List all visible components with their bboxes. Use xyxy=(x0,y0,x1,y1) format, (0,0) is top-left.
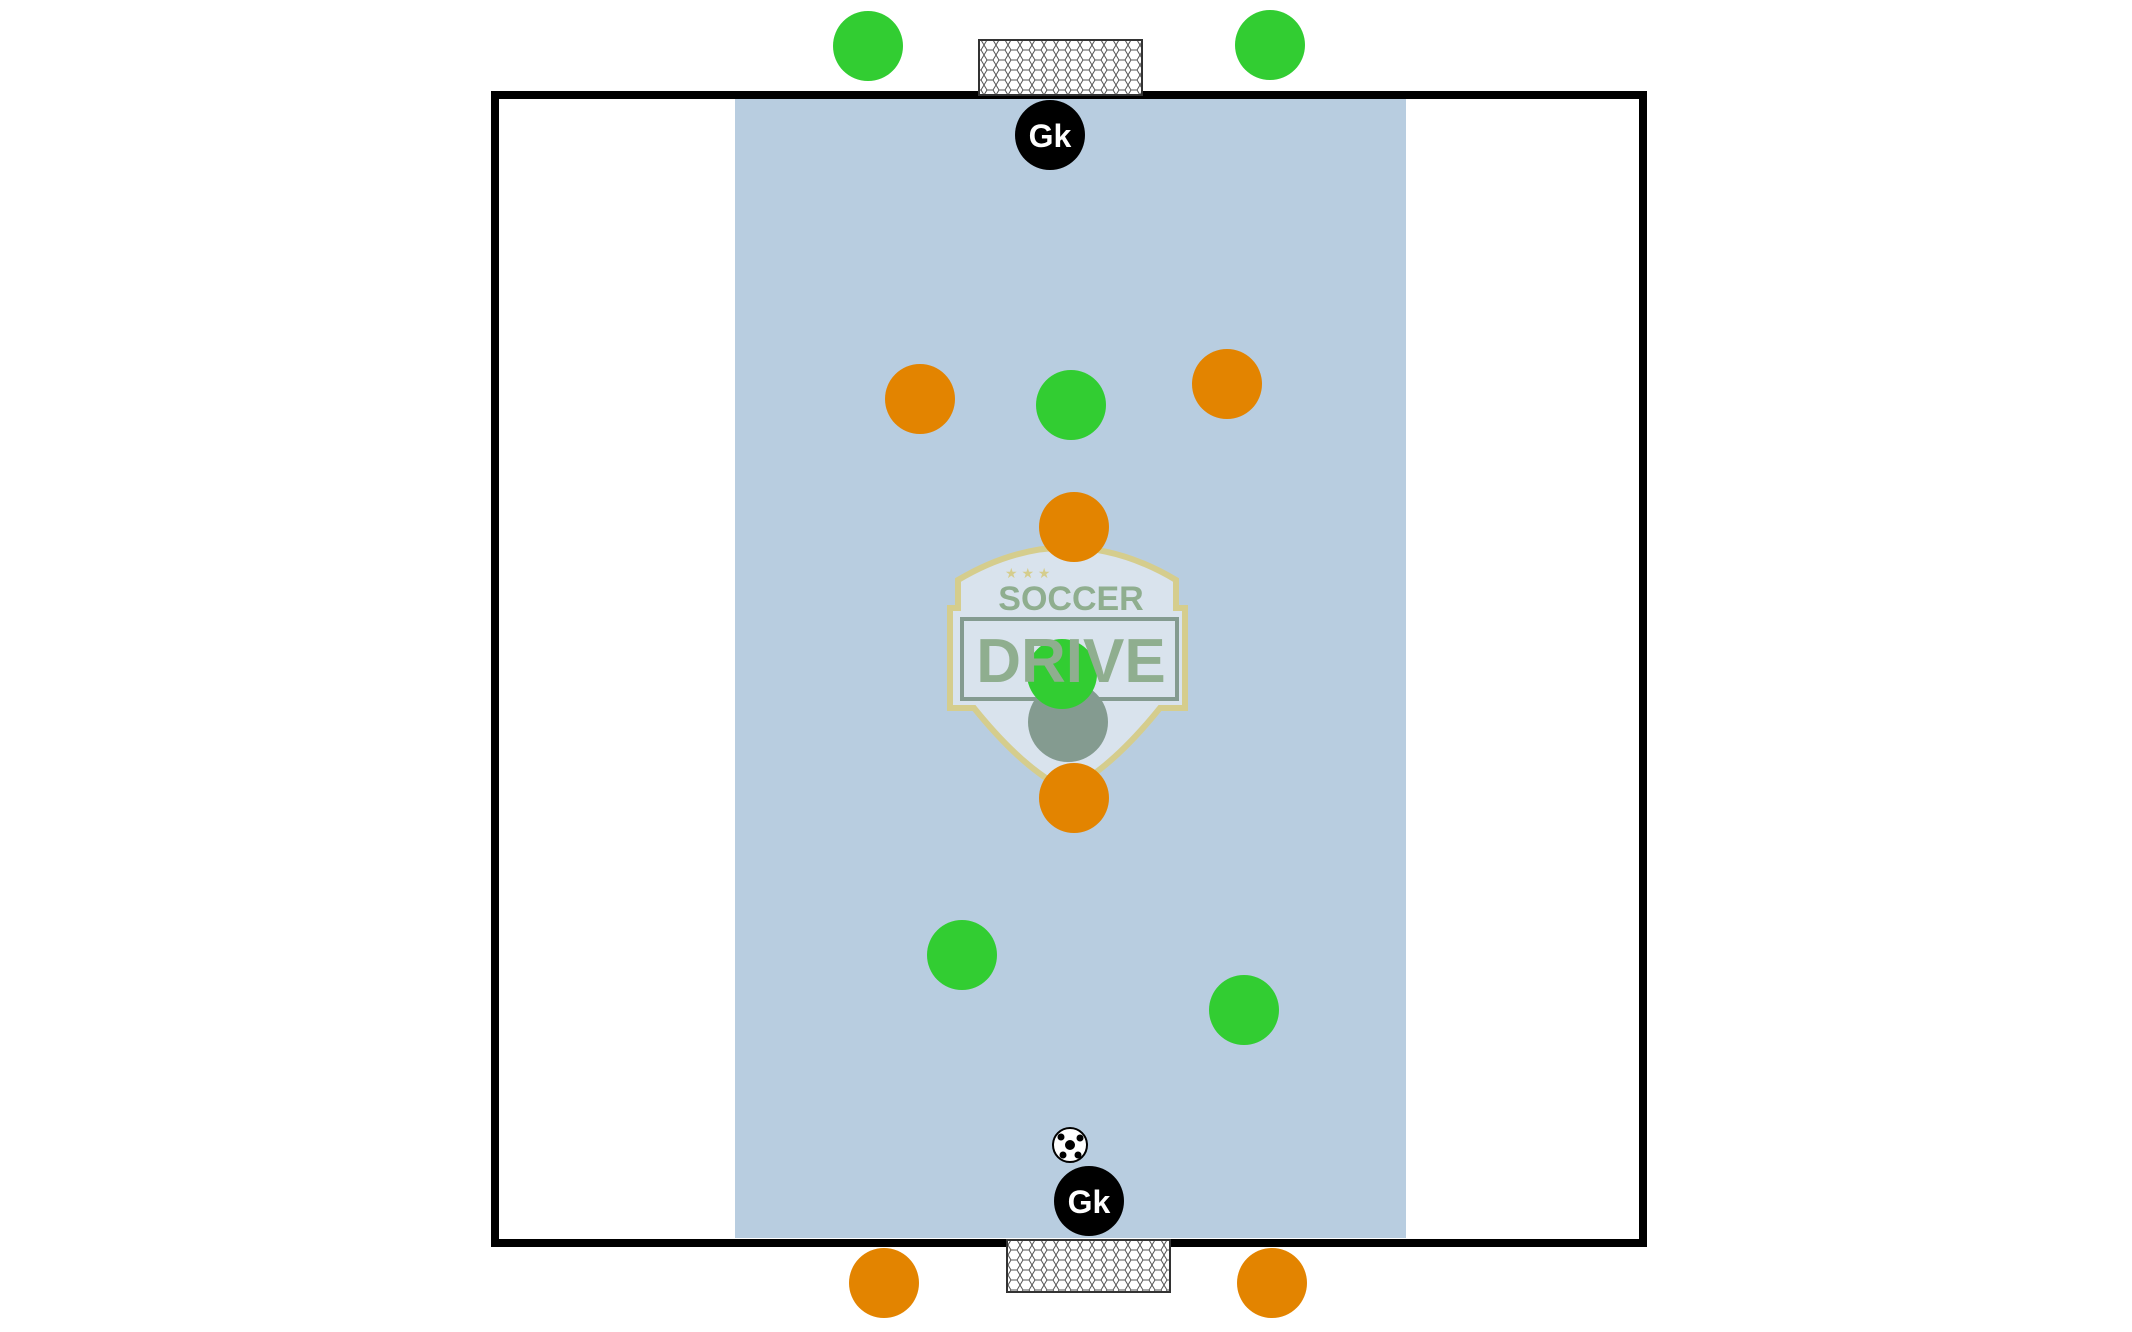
logo-text-soccer: SOCCER xyxy=(998,580,1143,618)
svg-text:Gk: Gk xyxy=(1068,1184,1111,1220)
bottom-goal xyxy=(1006,1239,1171,1293)
player-green[interactable] xyxy=(927,920,997,990)
soccer-ball-icon[interactable] xyxy=(1052,1127,1088,1163)
player-orange[interactable] xyxy=(1039,763,1109,833)
top-goal xyxy=(978,39,1143,96)
svg-text:Gk: Gk xyxy=(1029,118,1072,154)
goalkeeper-top[interactable]: Gk xyxy=(1015,100,1085,170)
player-orange[interactable] xyxy=(1192,349,1262,419)
player-orange[interactable] xyxy=(885,364,955,434)
goalkeeper-bottom[interactable]: Gk xyxy=(1054,1166,1124,1236)
player-orange[interactable] xyxy=(849,1248,919,1318)
player-green[interactable] xyxy=(1235,10,1305,80)
player-green[interactable] xyxy=(1209,975,1279,1045)
player-orange[interactable] xyxy=(1039,492,1109,562)
logo-text-drive: DRIVE xyxy=(976,627,1165,696)
svg-text:★ ★ ★: ★ ★ ★ xyxy=(1005,565,1050,581)
player-green[interactable] xyxy=(1036,370,1106,440)
player-green[interactable] xyxy=(1027,639,1097,709)
soccer-drive-logo-text: SOCCER DRIVE xyxy=(976,580,1165,696)
player-green[interactable] xyxy=(833,11,903,81)
player-orange[interactable] xyxy=(1237,1248,1307,1318)
